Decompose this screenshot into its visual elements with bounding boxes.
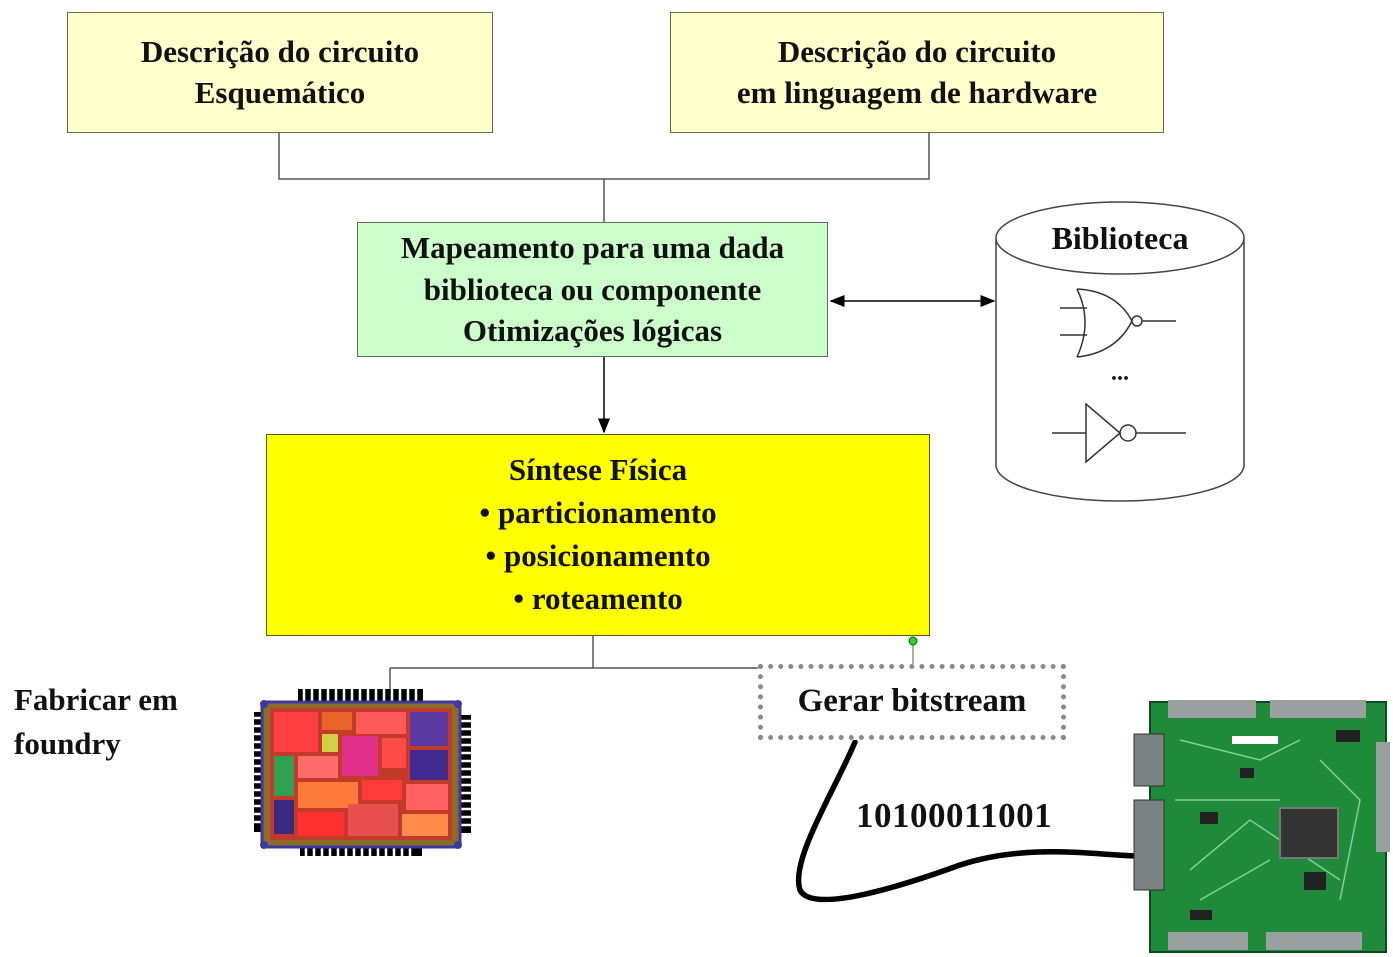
- connection-handle: [908, 636, 918, 646]
- inverter-icon: [1052, 402, 1186, 464]
- schematic-line-2: Esquemático: [194, 74, 366, 110]
- schematic-description-box: Descrição do circuito Esquemático: [67, 12, 493, 133]
- synthesis-item-partitioning: • particionamento: [479, 495, 717, 531]
- generate-bitstream-box: Gerar bitstream: [758, 664, 1066, 740]
- hdl-line-2: em linguagem de hardware: [736, 74, 1098, 110]
- mapping-line-3: Otimizações lógicas: [462, 313, 723, 349]
- library-ellipsis: ...: [1111, 360, 1129, 386]
- foundry-line-1: Fabricar em: [14, 682, 178, 717]
- schematic-line-1: Descrição do circuito: [140, 33, 420, 69]
- synthesis-title: Síntese Física: [508, 452, 688, 488]
- library-cylinder: [995, 201, 1245, 502]
- hdl-description-box: Descrição do circuito em linguagem de ha…: [670, 12, 1164, 133]
- hdl-line-1: Descrição do circuito: [777, 33, 1057, 69]
- mapping-line-1: Mapeamento para uma dada: [400, 229, 785, 265]
- nor-gate-icon: [1060, 288, 1176, 358]
- mapping-line-2: biblioteca ou componente: [423, 271, 762, 307]
- foundry-line-2: foundry: [14, 726, 121, 761]
- synthesis-item-placement: • posicionamento: [485, 538, 711, 573]
- library-title: Biblioteca: [1051, 220, 1189, 256]
- mapping-box: Mapeamento para uma dada biblioteca ou c…: [357, 222, 828, 357]
- bitstream-label: Gerar bitstream: [797, 683, 1027, 720]
- synthesis-output-connector: [389, 636, 914, 692]
- foundry-label: Fabricar em foundry: [14, 678, 178, 766]
- physical-synthesis-box: Síntese Física • particionamento • posic…: [266, 434, 930, 636]
- synthesis-item-routing: • roteamento: [513, 580, 683, 616]
- bitstream-cable: [795, 739, 1143, 903]
- bitstream-bits: 10100011001: [856, 796, 1053, 835]
- merge-connector: [278, 133, 930, 222]
